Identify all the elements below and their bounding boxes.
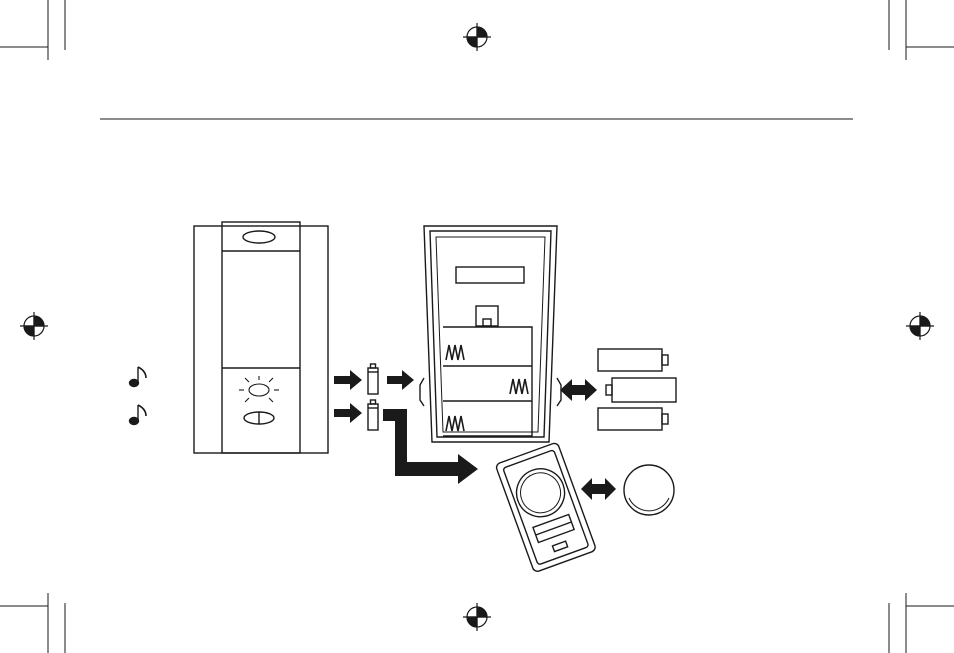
battery-icon <box>606 378 676 402</box>
flashing-light-icon <box>239 376 279 402</box>
swap-arrow <box>560 379 597 401</box>
music-note-icon <box>130 405 147 425</box>
speaker-oval <box>243 231 275 243</box>
music-note-icon <box>130 367 147 387</box>
chime-receiver-back <box>420 226 561 442</box>
battery-spring-icon <box>446 345 528 431</box>
battery-icon <box>598 408 668 430</box>
key-fob-transmitter <box>495 442 596 573</box>
coin-cell-battery-icon <box>624 465 674 515</box>
crosshair-circle-icon <box>463 603 491 631</box>
crosshair-circle-icon <box>463 23 491 51</box>
crosshair-circle-icon <box>20 312 48 340</box>
battery-icon <box>368 400 378 430</box>
chime-front-unit <box>194 222 328 453</box>
battery-icon <box>598 349 668 371</box>
swap-arrow <box>581 478 616 500</box>
crosshair-circle-icon <box>906 312 934 340</box>
battery-icon <box>368 364 378 394</box>
